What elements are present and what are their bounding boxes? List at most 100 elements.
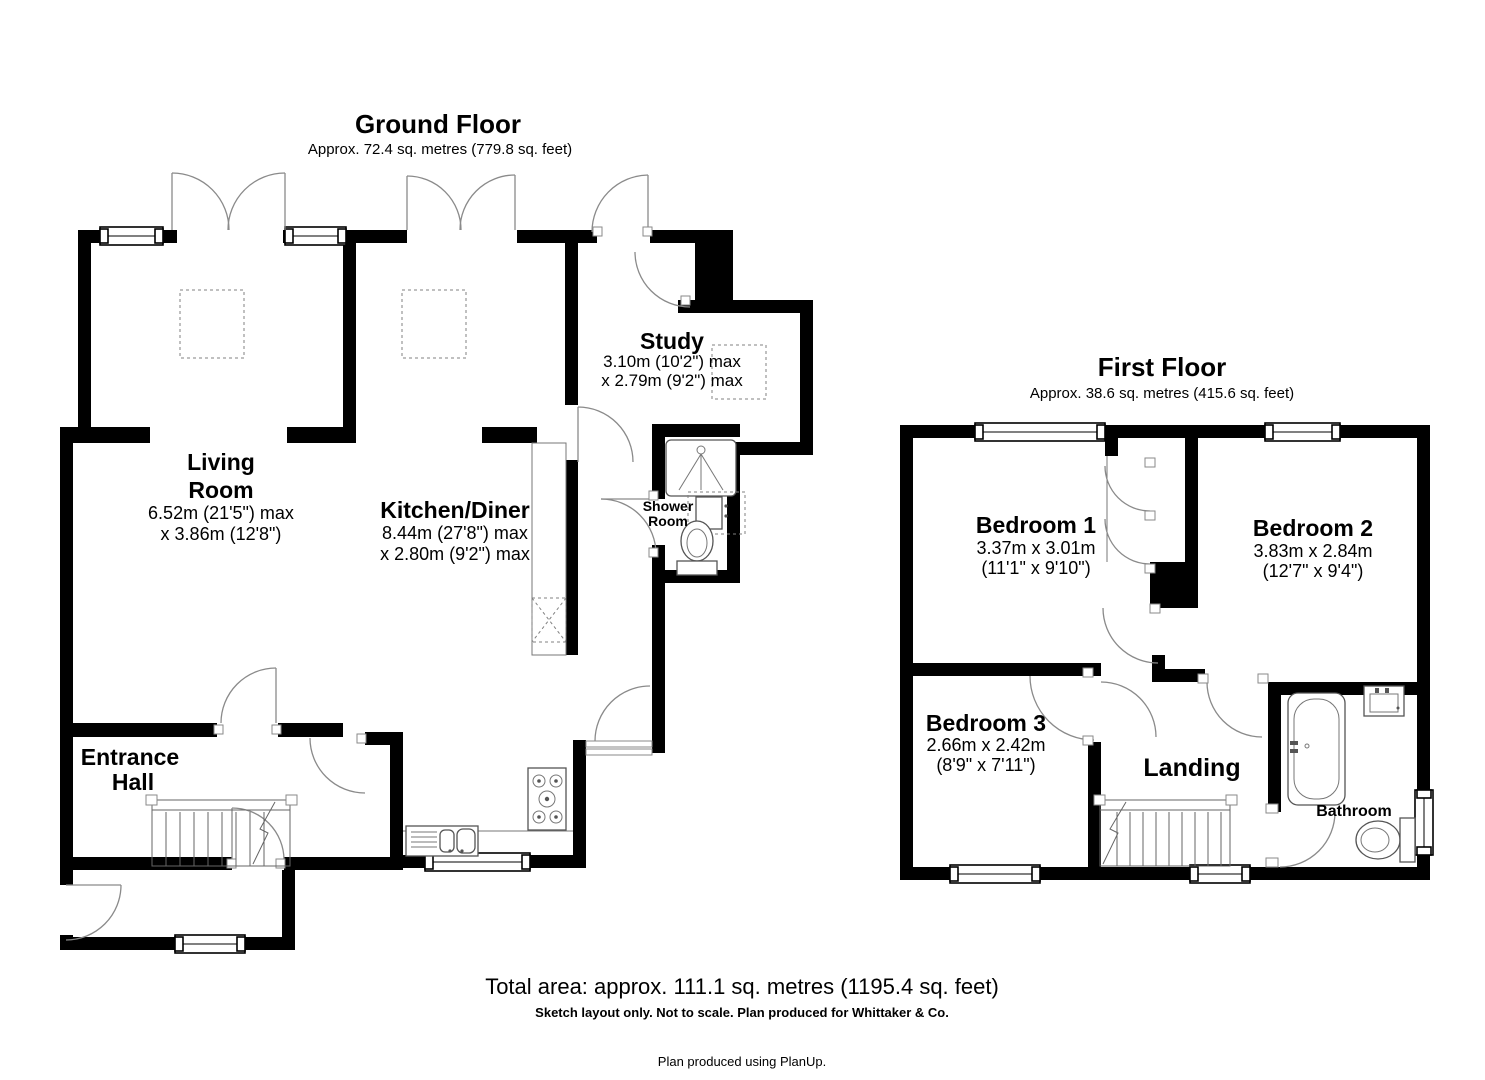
plan-geometry (900, 425, 913, 880)
plan-geometry (1185, 438, 1198, 562)
bedroom1-name: Bedroom 1 (976, 512, 1096, 538)
plan-geometry (390, 745, 403, 868)
first-floor-labels: First Floor Approx. 38.6 sq. metres (415… (926, 352, 1392, 820)
plan-geometry (724, 504, 728, 508)
plan-geometry (949, 866, 959, 882)
plan-geometry (1082, 735, 1094, 746)
plan-geometry (60, 937, 175, 950)
plan-geometry (284, 857, 403, 870)
plan-geometry (1150, 562, 1198, 608)
plan-geometry (591, 174, 649, 233)
plan-geometry (554, 815, 558, 819)
living-room-name-2: Room (188, 477, 253, 503)
plan-geometry (900, 425, 975, 438)
living-room-label: Living Room 6.52m (21'5") max x 3.86m (1… (148, 449, 294, 544)
plan-geometry (163, 230, 177, 243)
plan-geometry (1416, 789, 1432, 799)
bedroom2-name: Bedroom 2 (1253, 515, 1373, 541)
plan-geometry (1257, 673, 1269, 684)
plan-geometry (974, 424, 984, 440)
plan-geometry (1290, 741, 1298, 745)
plan-geometry (585, 740, 653, 748)
plan-geometry (642, 226, 653, 237)
plan-geometry (680, 295, 691, 306)
plan-geometry (278, 723, 343, 737)
plan-geometry (1264, 424, 1274, 440)
ground-floor-fixtures (179, 289, 767, 857)
plan-geometry (565, 230, 578, 405)
ground-floor-labels: Ground Floor Approx. 72.4 sq. metres (77… (81, 109, 743, 795)
plan-geometry (537, 815, 541, 819)
door-study-external (591, 174, 653, 237)
bathroom-toilet (1355, 817, 1416, 863)
plan-geometry (65, 884, 122, 941)
plan-geometry (1369, 693, 1399, 713)
plan-geometry (517, 230, 597, 243)
fireplace-kitchen (401, 289, 467, 359)
plan-geometry (236, 936, 246, 952)
plan-geometry (1197, 673, 1209, 684)
bedroom3-name: Bedroom 3 (926, 710, 1046, 736)
plan-geometry (459, 174, 516, 231)
door-bedroom3 (1029, 667, 1157, 746)
shower-room-label: Shower Room (643, 498, 694, 529)
plan-geometry (275, 858, 286, 869)
first-floor-windows (949, 422, 1434, 884)
plan-geometry (226, 858, 237, 869)
plan-geometry (1096, 424, 1106, 440)
plan-geometry (1268, 682, 1281, 812)
bathroom-basin (1363, 685, 1405, 717)
ground-floor-title: Ground Floor (355, 109, 521, 139)
plan-geometry (687, 491, 746, 535)
plan-geometry (554, 779, 558, 783)
plan-geometry (1304, 743, 1310, 749)
plan-geometry (652, 424, 740, 437)
kitchen-hob (527, 767, 567, 831)
plan-geometry (1029, 675, 1095, 741)
plan-geometry (1100, 681, 1157, 738)
plan-geometry (356, 733, 367, 744)
plan-geometry (727, 442, 813, 455)
plan-geometry (648, 490, 659, 501)
plan-geometry (1105, 438, 1118, 456)
ground-floor-doors (65, 172, 691, 941)
window-kitchen-sink (424, 852, 531, 872)
plan-geometry (460, 849, 464, 853)
first-floor-stairs (1093, 794, 1238, 867)
first-floor-doors (1029, 457, 1336, 868)
plan-geometry (1396, 706, 1400, 710)
entrance-hall-label: Entrance Hall (81, 744, 179, 795)
plan-geometry (1152, 669, 1205, 682)
plan-geometry (252, 801, 276, 865)
window-bedroom1 (974, 422, 1106, 442)
plan-geometry (60, 723, 217, 737)
plan-geometry (900, 867, 950, 880)
plan-geometry (1340, 425, 1430, 438)
plan-geometry (1290, 749, 1298, 753)
plan-geometry (282, 870, 295, 950)
plan-geometry (60, 443, 73, 885)
door-shower-room (600, 490, 659, 558)
plan-geometry (99, 228, 109, 244)
door-hall-kitchen (309, 733, 367, 794)
plan-geometry (1206, 681, 1263, 738)
plan-geometry (1104, 465, 1151, 512)
entrance-hall-name-1: Entrance (81, 744, 179, 770)
plan-geometry (1105, 425, 1265, 438)
plan-geometry (1385, 688, 1389, 693)
ground-floor-stairs (145, 794, 298, 867)
plan-geometry (538, 790, 556, 808)
door-bedroom1 (1102, 603, 1161, 664)
plan-geometry (695, 230, 733, 312)
living-room-name-1: Living (187, 449, 255, 475)
plan-geometry (406, 175, 462, 231)
plan-geometry (652, 570, 740, 583)
footer: Total area: approx. 111.1 sq. metres (11… (485, 974, 999, 1069)
fireplace-living (179, 289, 245, 359)
plan-geometry (231, 807, 285, 861)
window-landing (1189, 864, 1251, 884)
plan-geometry (532, 774, 546, 788)
plan-geometry (521, 854, 531, 870)
plan-geometry (284, 228, 294, 244)
